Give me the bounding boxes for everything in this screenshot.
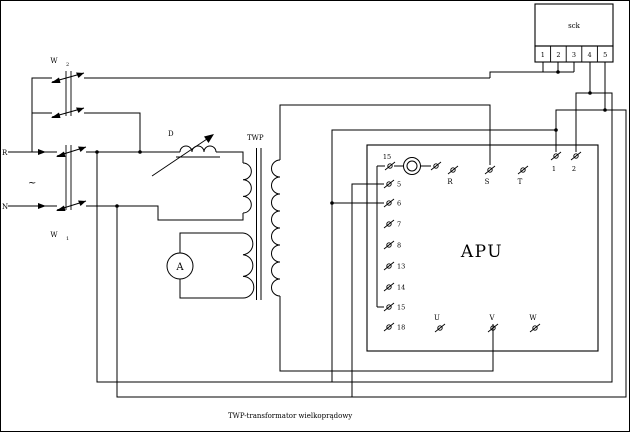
apu-terminal-5 [383, 179, 395, 189]
d-arrow-shaft [151, 138, 208, 177]
apu-terminal-18-label: 18 [397, 324, 405, 332]
apu-lamp-row: 15 [376, 153, 442, 308]
apu-bottom-terminals: U V W [434, 314, 541, 333]
sck-pin-row [534, 45, 614, 63]
d-coil [179, 145, 217, 153]
phase-label: R [2, 149, 8, 157]
d-arrow-head [204, 134, 214, 143]
apu-box [366, 144, 599, 352]
wire-w2 [31, 77, 141, 152]
apu-terminal-15 [383, 302, 395, 312]
arrow-r-input [38, 149, 46, 155]
sck-connector: sck 1 2 3 4 5 [534, 3, 614, 63]
ammeter-circle [166, 252, 194, 280]
lamp-inner [406, 160, 418, 172]
inductor-d: D [151, 130, 220, 177]
apu-terminal-T [517, 165, 529, 175]
ammeter: A [166, 252, 194, 280]
apu-terminal-U-label: U [434, 314, 440, 322]
wire-phase-loop [96, 62, 613, 383]
ac-symbol: ~ [28, 178, 36, 189]
twp-label: TWP [247, 134, 264, 142]
primary-top-winding [242, 162, 252, 214]
w1-sub: 1 [66, 236, 69, 242]
arrow-n-input [38, 203, 46, 209]
apu-terminal-S-label: S [485, 178, 490, 186]
wire-n-line [8, 205, 244, 221]
sck-pin-1: 1 [541, 51, 545, 59]
apu-terminal-13-label: 13 [397, 263, 405, 271]
sck-pin-2: 2 [556, 51, 560, 59]
apu-terminal-V-label: V [488, 314, 495, 322]
w1-linkage [65, 145, 72, 210]
lamp-terminal-right [430, 161, 442, 171]
apu-terminal-8 [383, 240, 395, 250]
transformer-core [256, 148, 262, 300]
apu-unit: APU 15 5 6 7 8 13 14 15 18 [366, 144, 599, 352]
apu-label: APU [460, 242, 503, 262]
apu-terminal-6-label: 6 [397, 200, 401, 208]
w2-label: W [50, 57, 58, 65]
apu-left-terminals: 5 6 7 8 13 14 15 18 [383, 179, 405, 332]
switch-w1: W 1 [50, 145, 87, 242]
wire-terminal6 [331, 129, 556, 382]
apu-terminal-18 [383, 322, 395, 332]
switch-w2: W 2 [50, 57, 85, 118]
ammeter-label: A [175, 262, 184, 273]
neutral-label: N [2, 203, 8, 211]
wire-terminal5 [351, 183, 384, 397]
sck-pin-5: 5 [603, 51, 607, 59]
w1-label: W [50, 231, 58, 239]
apu-terminal-U [434, 323, 446, 333]
sck-pin-dividers [550, 46, 598, 62]
d-label: D [168, 130, 174, 138]
apu-terminal-R [447, 165, 459, 175]
apu-terminal-T-label: T [518, 178, 523, 186]
apu-aux-terminal-2 [570, 151, 582, 161]
apu-terminal-7 [383, 219, 395, 229]
wiring [8, 62, 627, 398]
apu-terminal-W-label: W [529, 314, 537, 322]
apu-terminal-R-label: R [447, 178, 453, 186]
junction-dots [95, 70, 607, 208]
sck-pin-3: 3 [572, 51, 576, 59]
apu-terminal-15-label: 15 [397, 304, 405, 312]
apu-terminal-7-label: 7 [397, 221, 401, 229]
wire-sck-s [84, 62, 575, 79]
w2-sub: 2 [66, 62, 69, 68]
apu-terminal-W [529, 323, 541, 333]
sck-label: sck [568, 22, 581, 30]
transformer-twp: TWP [242, 134, 281, 300]
apu-terminal-V [487, 323, 499, 333]
lamp-outer [403, 157, 421, 175]
wire-neutral-loop [116, 62, 627, 398]
apu-top-terminals: R S T [447, 165, 529, 186]
lamp-terminal-left [384, 161, 396, 171]
wire-secondary [279, 104, 494, 372]
apu-terminal-13 [383, 261, 395, 271]
apu-terminal-14 [383, 282, 395, 292]
apu-terminal-S [484, 165, 496, 175]
w2-linkage [65, 71, 72, 116]
lamp-terminal-label: 15 [383, 153, 391, 161]
apu-inner-wire [376, 165, 431, 308]
caption: TWP-transformator wielkoprądowy [228, 412, 352, 420]
apu-aux-terminal-1 [550, 151, 562, 161]
wire-ammeter-loop [179, 232, 243, 299]
primary-bottom-winding [242, 232, 255, 299]
apu-aux-terminals: 1 2 [550, 151, 582, 173]
apu-aux-2-label: 2 [572, 165, 576, 173]
apu-terminal-5-label: 5 [397, 181, 401, 189]
apu-terminal-8-label: 8 [397, 242, 401, 250]
secondary-winding [271, 159, 281, 297]
sck-pin-4: 4 [588, 51, 592, 59]
apu-terminal-14-label: 14 [397, 284, 405, 292]
apu-aux-1-label: 1 [552, 165, 556, 173]
apu-terminal-6 [383, 198, 395, 208]
